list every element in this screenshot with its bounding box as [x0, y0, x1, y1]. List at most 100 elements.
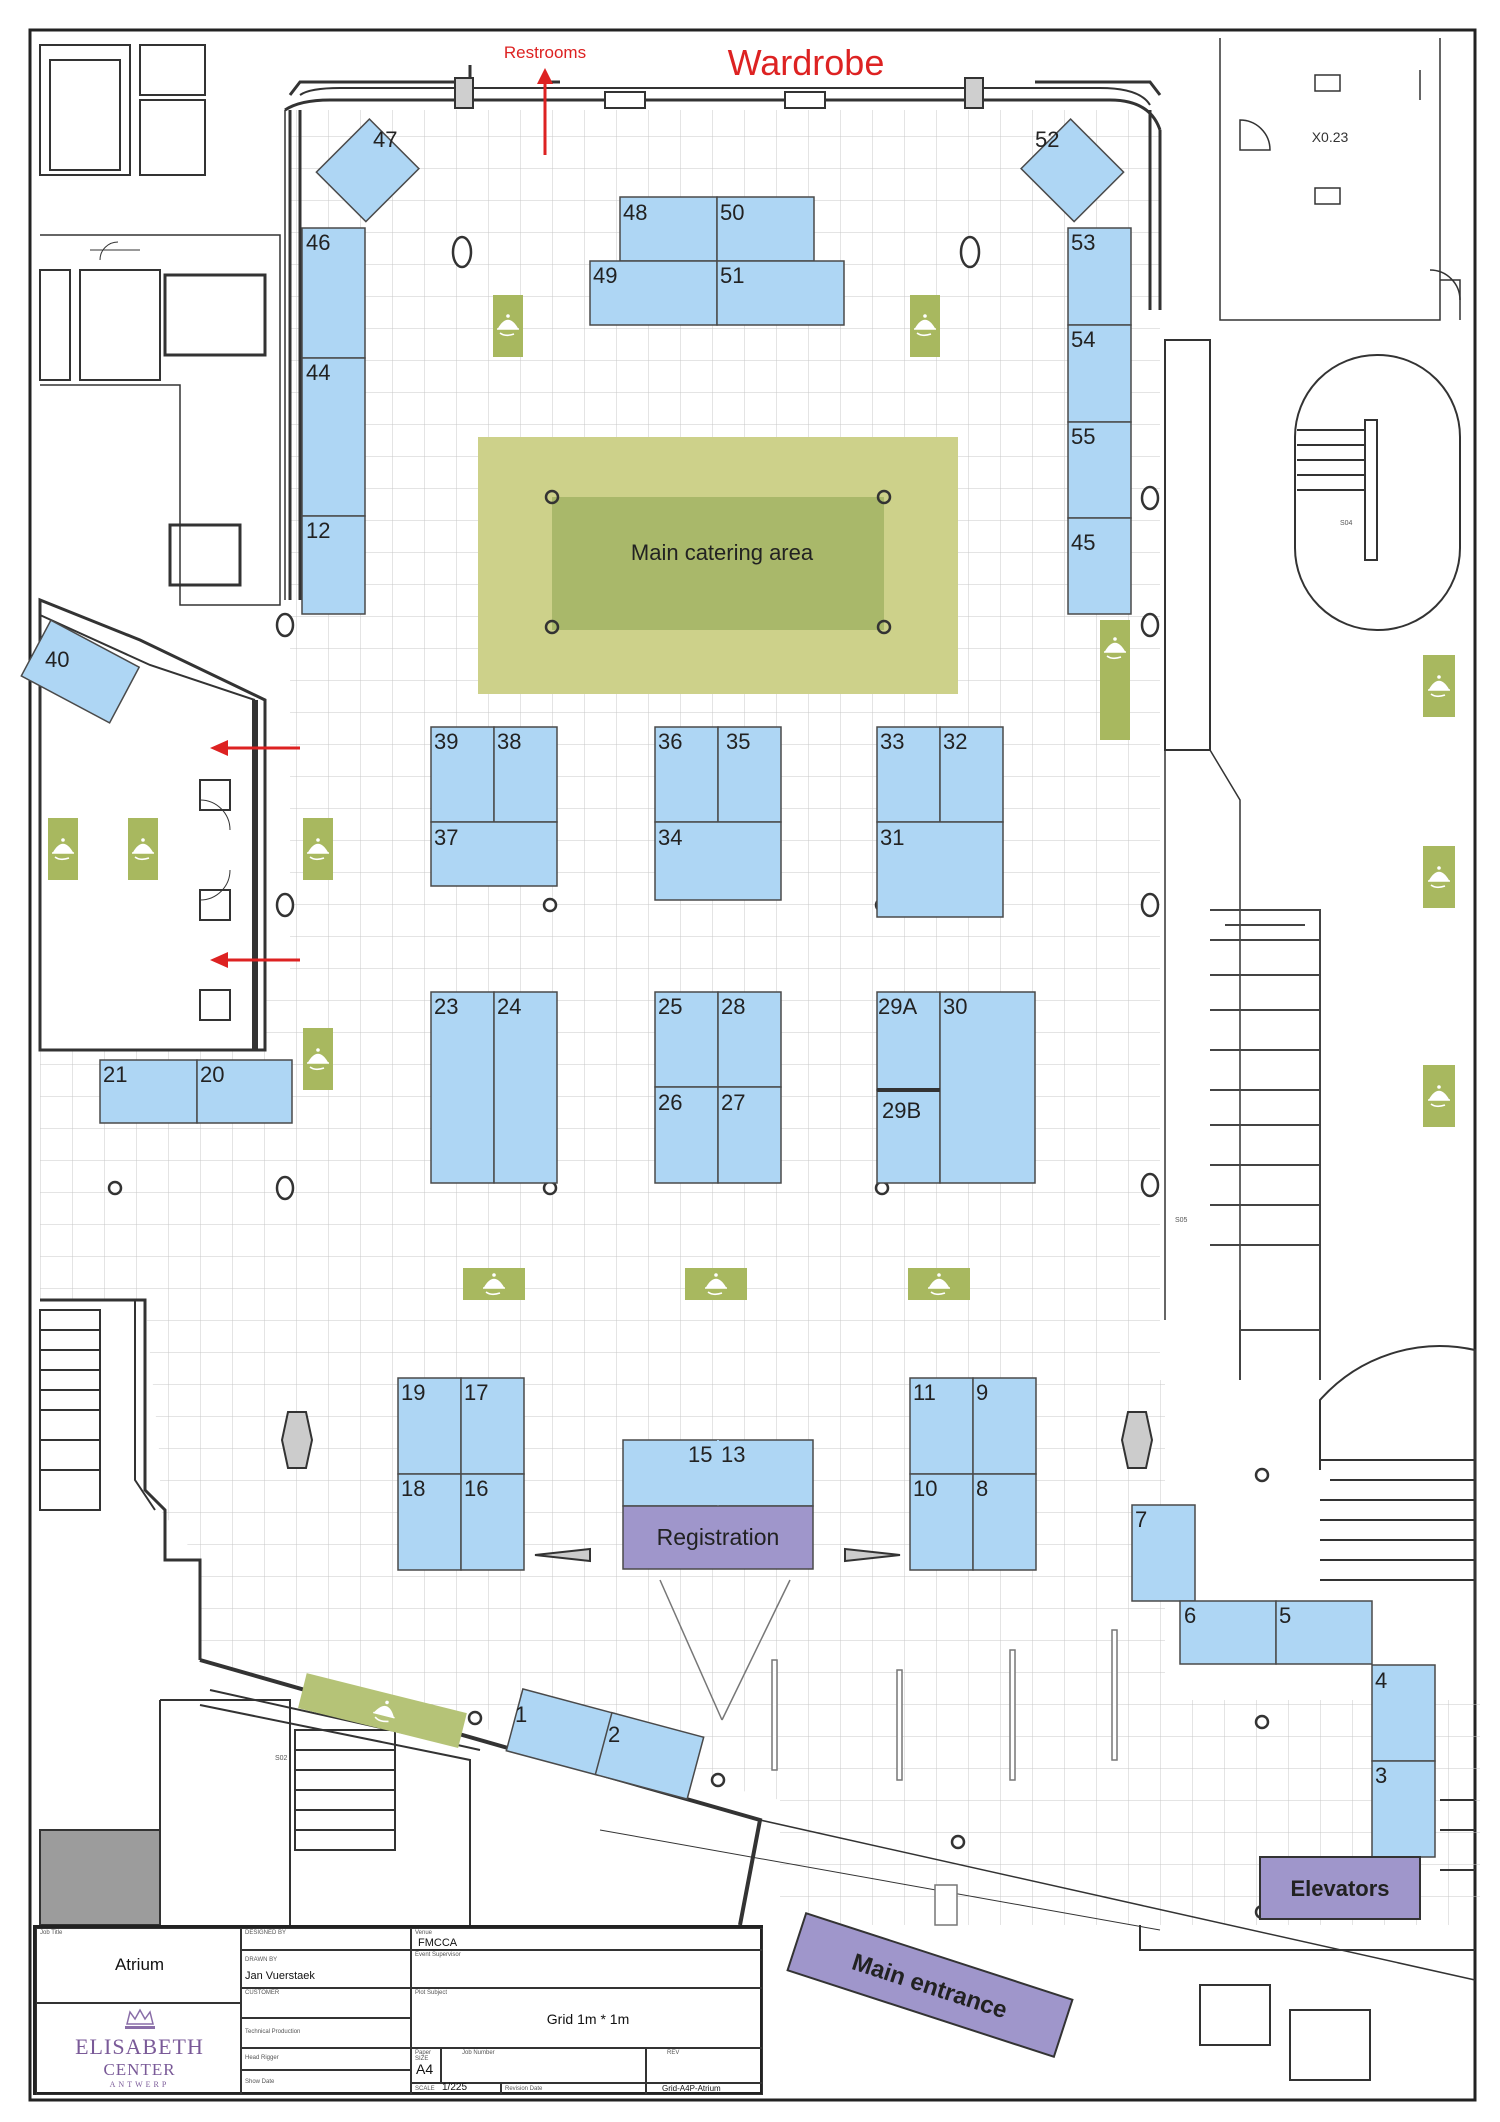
venue-value: FMCCA [418, 1937, 458, 1949]
booth-label-53: 53 [1071, 230, 1095, 255]
booth-28 [717, 1086, 782, 1184]
booth-16 [460, 1473, 525, 1571]
booth-18 [397, 1473, 462, 1571]
booth-label-39: 39 [434, 729, 458, 754]
booth-20 [196, 1059, 293, 1124]
scale-caption: SCALE [415, 2086, 435, 2092]
lower-right-room [1139, 1799, 1475, 2081]
booth-label-30: 30 [943, 994, 967, 1019]
logo-line-2: CENTER [103, 2060, 176, 2079]
head-rigger-caption: Head Rigger [245, 2055, 279, 2061]
booth-label-24: 24 [497, 994, 521, 1019]
booth-23 [430, 991, 495, 1184]
booth-labels: 48 50 49 51 47 52 46 44 12 53 54 55 45 3… [45, 127, 1387, 1788]
designed-by-cell: DESIGNED BY [241, 1928, 411, 1950]
booth-label-44: 44 [306, 360, 330, 385]
rev-caption: REV [667, 2050, 680, 2056]
booth-52 [1020, 118, 1125, 223]
paper-size-value: A4 [416, 2061, 434, 2077]
revision-date-caption: Revision Date [505, 2086, 543, 2092]
booth-label-3: 3 [1375, 1763, 1387, 1788]
booth-30 [939, 991, 1036, 1184]
plot-subject-value: Grid 1m * 1m [546, 2011, 630, 2027]
booth-label-38: 38 [497, 729, 521, 754]
lower-right-stair [1319, 1345, 1476, 1700]
event-supervisor-cell: Event Supervisor [411, 1950, 763, 1988]
booth-label-54: 54 [1071, 327, 1095, 352]
booth-label-28: 27 [721, 1090, 745, 1115]
booth-34 [654, 821, 782, 901]
booth-label-31: 31 [880, 825, 904, 850]
job-title-cell: Job Title Atrium [36, 1928, 241, 2003]
room-code-label: X0.23 [1312, 129, 1349, 145]
title-block: Job Title Atrium ELISABETH CENTER ANTWER… [33, 1925, 763, 2095]
booth-7 [1131, 1504, 1196, 1602]
show-date-cell: Show Date [241, 2070, 411, 2095]
wardrobe-label: Wardrobe [728, 42, 885, 83]
booth-label-2: 2 [608, 1722, 620, 1747]
paper-size-cell: Paper SIZE A4 [411, 2048, 441, 2083]
booth-label-23: 23 [434, 994, 458, 1019]
booth-label-4: 4 [1375, 1668, 1387, 1693]
main-entrance: Main entrance [786, 1911, 1074, 2059]
logo-line-3: ANTWERP [109, 2080, 170, 2089]
booth-label-52: 52 [1035, 127, 1059, 152]
logo-cell: ELISABETH CENTER ANTWERP [36, 2003, 241, 2095]
booth-53 [1067, 227, 1132, 326]
venue-cell: Venue FMCCA [411, 1928, 763, 1950]
escalator-right [1210, 909, 1321, 1380]
booth-54 [1067, 324, 1132, 423]
catering-icon-6 [1423, 1065, 1455, 1127]
catering-icon-12 [685, 1268, 747, 1300]
show-date-caption: Show Date [245, 2079, 275, 2085]
booth-32 [939, 726, 1004, 823]
booth-label-46: 46 [306, 230, 330, 255]
elevators: Elevators [1259, 1856, 1421, 1920]
registration-desk: Registration [622, 1505, 814, 1570]
booth-36 [654, 726, 719, 823]
shaded-room [39, 1829, 161, 1926]
booth-label-35: 35 [726, 729, 750, 754]
head-rigger-cell: Head Rigger [241, 2048, 411, 2070]
booth-10 [909, 1473, 974, 1571]
booth-label-47: 47 [373, 127, 397, 152]
booth-label-13: 13 [721, 1442, 745, 1467]
booth-49 [589, 260, 718, 326]
catering-icon-10 [303, 1028, 333, 1090]
booth-label-10: 10 [913, 1476, 937, 1501]
catering-icon-1 [493, 295, 523, 357]
booth-46 [301, 227, 366, 359]
file-name-cell: Grid-A4P-Atrium [646, 2083, 763, 2095]
booth-29A [876, 991, 941, 1091]
hex-pillars [280, 1411, 1154, 1563]
entrance-bars [659, 1579, 1118, 1926]
booth-label-16: 16 [464, 1476, 488, 1501]
booth-9 [972, 1377, 1037, 1475]
tech-prod-cell: Technical Production [241, 2018, 411, 2048]
restrooms-label: Restrooms [504, 43, 586, 62]
job-title-value: Atrium [114, 1955, 165, 1974]
booth-25 [654, 991, 719, 1088]
booth-label-36: 36 [658, 729, 682, 754]
scale-value: 1/225 [442, 2082, 468, 2093]
catering-icon-11 [463, 1268, 525, 1300]
booth-45 [1067, 517, 1132, 615]
booth-label-25: 25 [658, 994, 682, 1019]
stair-mark-s02: S02 [275, 1755, 288, 1762]
stair-mark-s05: S05 [1175, 1217, 1188, 1224]
booth-label-8: 8 [976, 1476, 988, 1501]
catering-icon-7 [48, 818, 78, 880]
booth-label-6: 6 [1184, 1603, 1196, 1628]
booth-label-7: 7 [1135, 1507, 1147, 1532]
booth-label-26: 26 [658, 1090, 682, 1115]
booth-51 [716, 260, 845, 326]
elevators-label: Elevators [1290, 1876, 1389, 1901]
booth-40 [20, 619, 141, 724]
booth-label-17: 17 [464, 1380, 488, 1405]
scale-cell: SCALE 1/225 [411, 2082, 501, 2095]
customer-cell: CUSTOMER [241, 1988, 411, 2018]
catering-icon-3 [1100, 620, 1130, 740]
booth-label-33: 33 [880, 729, 904, 754]
drawn-by-value: Jan Vuerstaek [245, 1970, 315, 1982]
